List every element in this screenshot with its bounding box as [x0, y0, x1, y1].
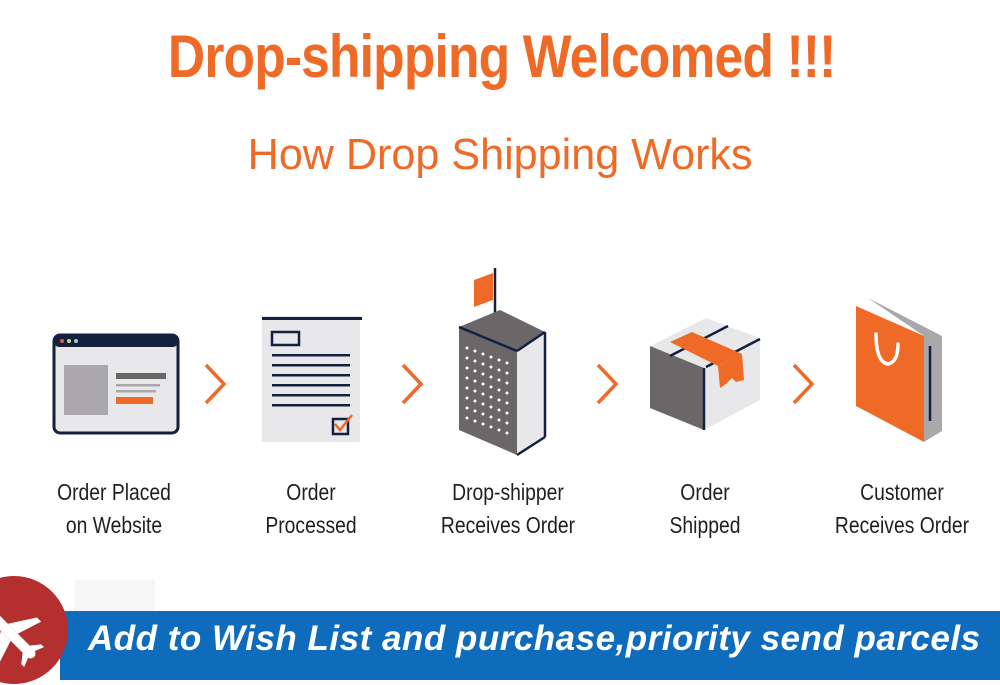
warehouse-building-icon: [458, 268, 547, 457]
step-label-customer-receives: Customer Receives Order: [818, 476, 986, 542]
chevron-right-icon: [596, 363, 619, 405]
step-label-line2: Processed: [265, 512, 357, 538]
step-label-dropshipper-receives: Drop-shipper Receives Order: [424, 476, 592, 542]
step-label-line2: on Website: [65, 512, 163, 538]
step-label-line2: Receives Order: [834, 512, 970, 538]
page-subtitle: How Drop Shipping Works: [247, 130, 753, 179]
shopping-bag-icon: [856, 298, 942, 442]
banner-highlight: [75, 580, 155, 611]
step-label-line1: Drop-shipper: [452, 479, 564, 505]
step-label-line2: Receives Order: [440, 512, 576, 538]
step-label-order-shipped: Order Shipped: [621, 476, 789, 542]
banner-text: Add to Wish List and purchase,priority s…: [88, 619, 981, 658]
promo-banner[interactable]: [60, 611, 1000, 680]
step-label-line2: Shipped: [669, 512, 741, 538]
browser-window-icon: [52, 333, 180, 435]
page-title: Drop-shipping Welcomed !!!: [167, 23, 836, 90]
step-label-line1: Order Placed: [57, 479, 171, 505]
chevron-right-icon: [204, 363, 227, 405]
step-label-line1: Order: [286, 479, 336, 505]
step-label-line1: Order: [680, 479, 730, 505]
chevron-right-icon: [792, 363, 815, 405]
chevron-right-icon: [401, 363, 424, 405]
step-label-order-processed: Order Processed: [227, 476, 395, 542]
airplane-icon: [0, 576, 68, 684]
step-label-order-placed: Order Placed on Website: [30, 476, 198, 542]
package-box-icon: [650, 318, 761, 430]
document-checklist-icon: [262, 316, 362, 442]
step-label-line1: Customer: [860, 479, 944, 505]
